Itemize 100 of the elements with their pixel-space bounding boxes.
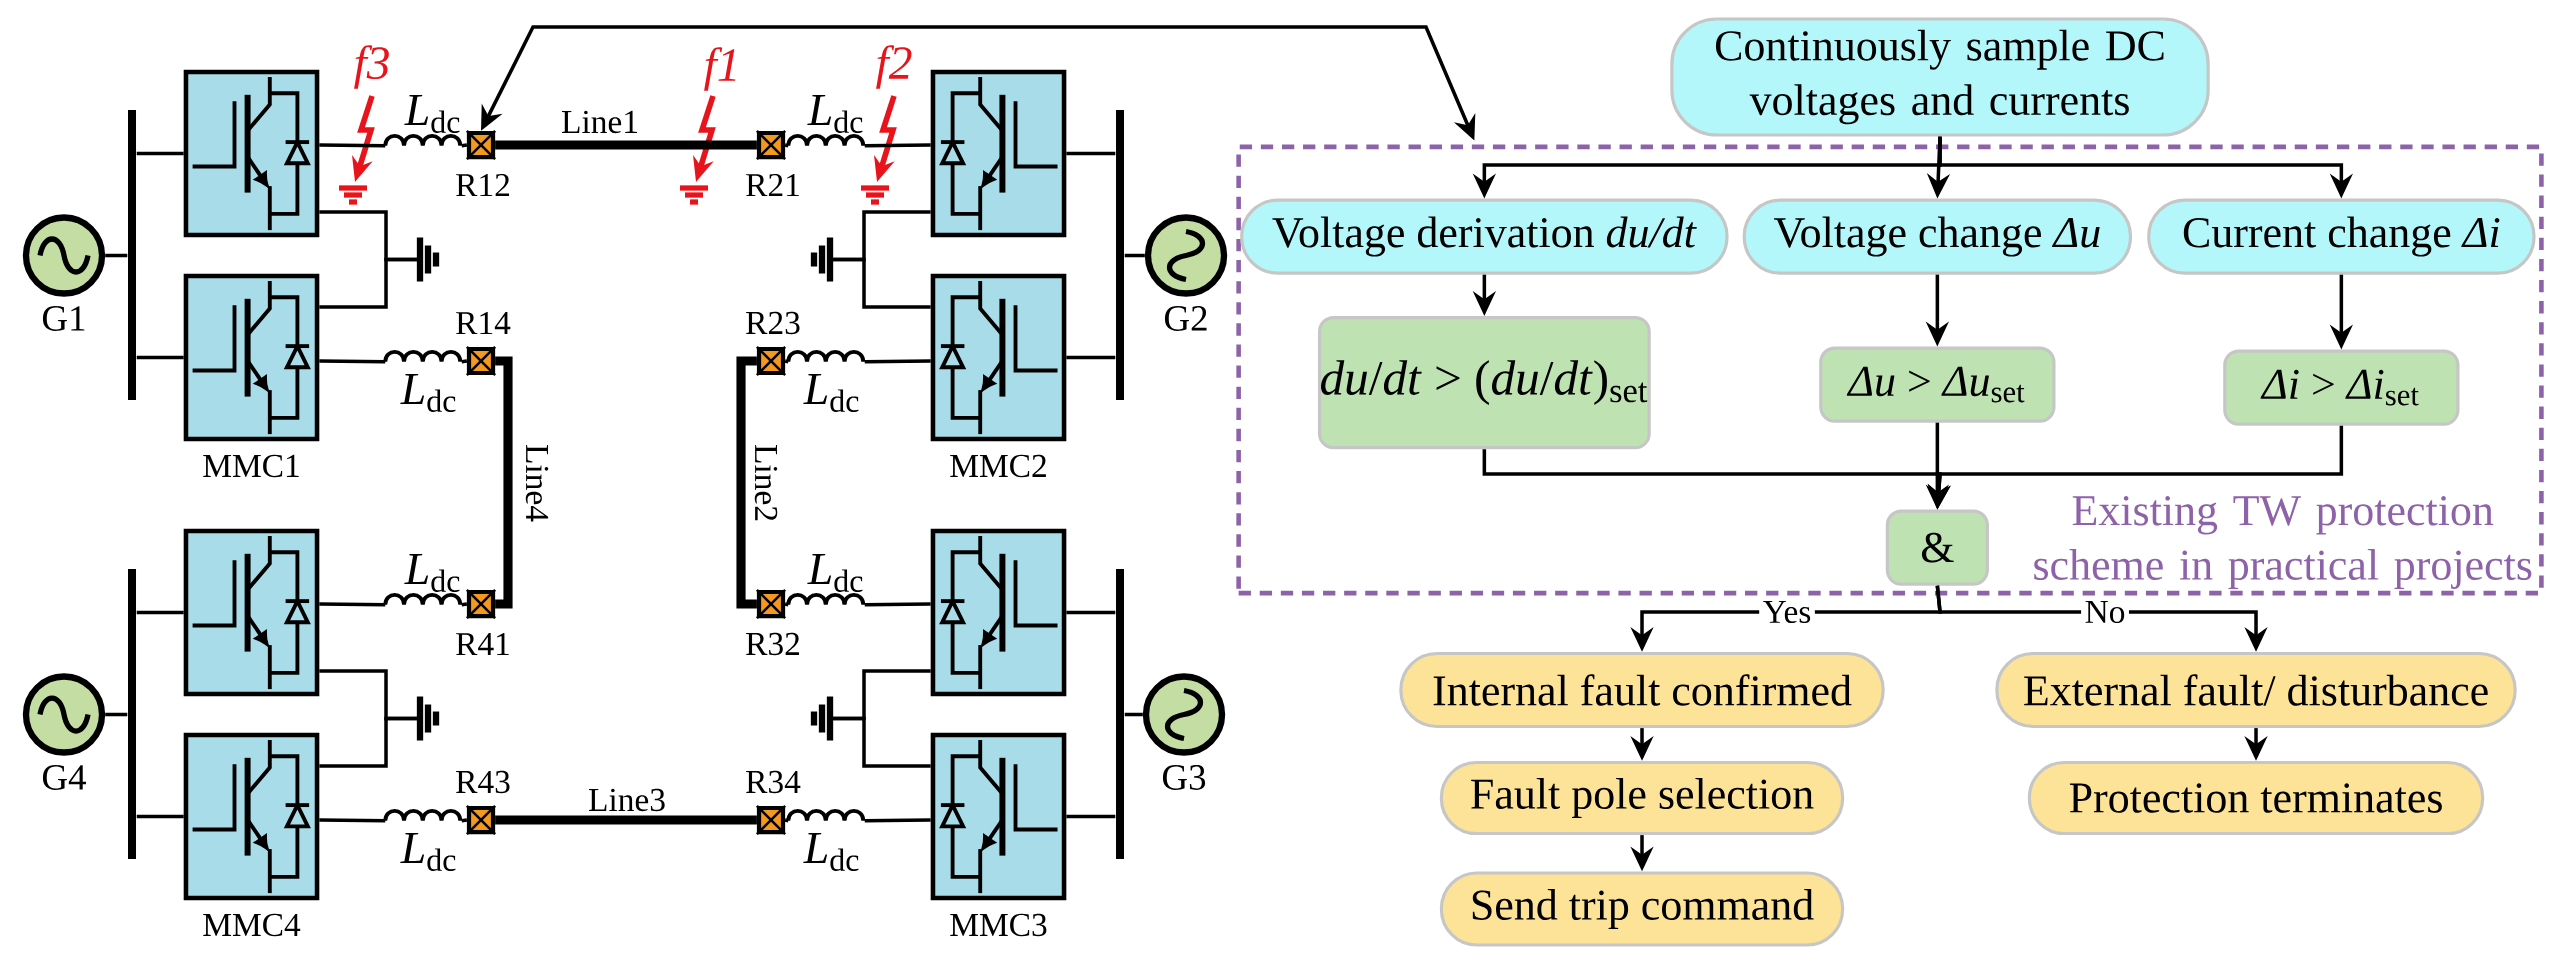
inductor-symbol xyxy=(383,808,463,823)
wire xyxy=(831,257,931,309)
wire xyxy=(461,359,468,364)
edge-label: Line4 xyxy=(522,440,552,526)
fault-label: f1 xyxy=(704,47,736,91)
bus-bar xyxy=(1116,109,1124,401)
relay-symbol xyxy=(756,130,786,160)
relay-label: R34 xyxy=(746,770,801,794)
converter-label: MMC1 xyxy=(203,454,299,478)
converter-label: MMC3 xyxy=(950,913,1047,937)
wire xyxy=(831,716,931,768)
wire xyxy=(864,143,931,148)
inductor-symbol xyxy=(383,349,463,364)
wire xyxy=(784,143,789,148)
wire xyxy=(319,818,386,823)
result-box: Internal fault confirmed xyxy=(1399,651,1885,729)
igbt-module xyxy=(183,528,320,697)
ground-symbol xyxy=(416,696,440,741)
bus-bar xyxy=(1116,568,1124,860)
relay-symbol xyxy=(466,130,496,160)
ac-source-symbol xyxy=(22,214,106,297)
igbt-module xyxy=(183,69,320,238)
process-box: Voltage change Δu xyxy=(1742,198,2133,275)
relay-label: R32 xyxy=(746,632,800,656)
relay-label: R14 xyxy=(456,311,511,335)
wire xyxy=(784,818,789,823)
inductance-label: L$_{dc}$ xyxy=(404,554,460,592)
and-gate-box: & xyxy=(1885,509,1989,586)
inductance-label: L$_{dc}$ xyxy=(400,374,456,412)
wire xyxy=(319,359,386,364)
fault-label: f3 xyxy=(354,45,389,89)
converter-label: MMC2 xyxy=(950,454,1046,478)
relay-symbol xyxy=(466,589,496,619)
wire xyxy=(461,143,468,148)
inductance-label: L$_{dc}$ xyxy=(803,374,859,412)
process-box: Continuously sample DC voltages and currents xyxy=(1670,17,2210,137)
inductor-symbol xyxy=(786,592,866,607)
wire xyxy=(136,355,184,360)
wire xyxy=(864,602,931,607)
edge-label: Line2 xyxy=(751,440,781,526)
ac-source-symbol xyxy=(1142,673,1226,756)
inductance-label: L$_{dc}$ xyxy=(803,833,859,871)
inductance-label: L$_{dc}$ xyxy=(404,95,460,133)
wire xyxy=(1124,253,1145,258)
wire xyxy=(136,151,184,156)
wire xyxy=(319,257,419,309)
source-label: G4 xyxy=(42,765,86,790)
wire xyxy=(784,359,789,364)
ac-source-symbol xyxy=(22,673,106,756)
result-box: Protection terminates xyxy=(2027,760,2485,836)
transmission-line xyxy=(736,356,757,609)
fault-label: f2 xyxy=(876,45,912,89)
wire xyxy=(784,602,789,607)
igbt-module xyxy=(930,528,1067,697)
transmission-line xyxy=(495,815,757,825)
wire xyxy=(319,602,386,607)
inductance-label: L$_{dc}$ xyxy=(807,95,863,133)
relay-label: R12 xyxy=(456,173,510,197)
source-label: G2 xyxy=(1164,306,1207,331)
relay-label: R21 xyxy=(746,173,799,197)
wire xyxy=(105,253,128,258)
edge-label: Line1 xyxy=(557,107,643,137)
result-box: Fault pole selection xyxy=(1439,760,1845,836)
inductor-symbol xyxy=(383,592,463,607)
relay-label: R41 xyxy=(456,633,509,656)
wire xyxy=(319,716,419,768)
inductor-symbol xyxy=(786,808,866,823)
edge-label: No xyxy=(2081,597,2129,627)
relay-symbol xyxy=(466,346,496,376)
inductance-label: L$_{dc}$ xyxy=(400,833,456,871)
wire xyxy=(864,359,931,364)
inductor-symbol xyxy=(786,133,866,148)
process-box: Current change Δi xyxy=(2147,198,2536,275)
wire xyxy=(1124,712,1143,717)
inductor-symbol xyxy=(383,133,463,148)
ac-source-symbol xyxy=(1144,214,1228,297)
transmission-line xyxy=(495,140,757,150)
wire xyxy=(864,818,931,823)
igbt-module xyxy=(183,732,320,901)
wire xyxy=(1066,610,1116,615)
wire xyxy=(319,143,386,148)
wire xyxy=(1066,355,1116,360)
bus-bar xyxy=(128,109,136,401)
ground-symbol xyxy=(810,237,834,282)
source-label: G3 xyxy=(1162,765,1206,790)
relay-symbol xyxy=(756,805,786,835)
transmission-line xyxy=(495,356,513,609)
igbt-module xyxy=(930,732,1067,901)
condition-box: Δu > Δu$_{set}$ xyxy=(1819,346,2056,423)
wire xyxy=(1066,151,1116,156)
edge-label: Line3 xyxy=(584,785,670,815)
relay-label: R43 xyxy=(456,770,510,794)
condition-box: Δi > Δi$_{set}$ xyxy=(2223,349,2460,426)
wire xyxy=(105,712,128,717)
inductance-label: L$_{dc}$ xyxy=(807,554,863,592)
condition-box: du/dt > (du/dt)$_{set}$ xyxy=(1318,316,1651,450)
ground-symbol xyxy=(416,237,440,282)
ground-symbol xyxy=(810,696,834,741)
igbt-module xyxy=(930,69,1067,238)
wire xyxy=(1066,814,1116,819)
